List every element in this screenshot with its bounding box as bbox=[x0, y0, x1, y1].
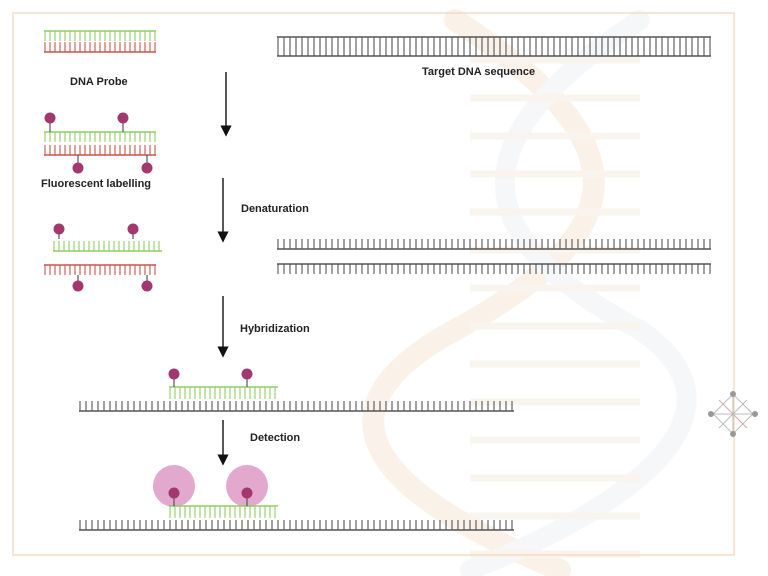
hyb-fluor-2-dot bbox=[241, 368, 253, 380]
fluorescent-labelling-label: Fluorescent labelling bbox=[41, 178, 152, 190]
hyb-target-strand bbox=[79, 401, 514, 412]
detection-label: Detection bbox=[250, 432, 301, 444]
det-fluor-2-dot bbox=[241, 487, 253, 499]
den-fluor-1-dot bbox=[53, 223, 65, 235]
target-top-strand bbox=[277, 36, 711, 47]
det-probe-strand bbox=[169, 505, 278, 518]
det-fluor-1-dot bbox=[168, 487, 180, 499]
diagram-frame bbox=[12, 12, 735, 556]
helix-strand-b bbox=[460, 10, 697, 576]
strands-layer bbox=[44, 30, 711, 531]
target-bottom-strand bbox=[277, 46, 711, 57]
denatured-target-top bbox=[277, 239, 711, 250]
den-fluor-4-dot bbox=[141, 280, 153, 292]
denaturation-label: Denaturation bbox=[241, 203, 309, 215]
probe-red-strand bbox=[44, 42, 156, 53]
hyb-fluor-1-dot bbox=[168, 368, 180, 380]
fluor-bot-1-dot bbox=[72, 162, 84, 174]
fluor-top-1-dot bbox=[44, 112, 56, 124]
dna-probe-label: DNA Probe bbox=[70, 76, 128, 88]
detection-glow-1 bbox=[153, 465, 195, 507]
denatured-red-strand bbox=[44, 264, 156, 275]
labelled-green-strand bbox=[44, 131, 156, 142]
labelled-red-strand bbox=[44, 145, 156, 156]
detection-glow-2 bbox=[226, 465, 268, 507]
logo-watermark-icon bbox=[708, 391, 758, 437]
fluor-bot-2-dot bbox=[141, 162, 153, 174]
target-dna-label: Target DNA sequence bbox=[422, 66, 536, 78]
hybridization-label: Hybridization bbox=[240, 323, 310, 335]
det-target-strand bbox=[79, 520, 514, 531]
probe-green-strand bbox=[44, 30, 156, 41]
den-fluor-2-dot bbox=[127, 223, 139, 235]
hyb-probe-strand bbox=[169, 386, 278, 399]
helix-strand-a bbox=[362, 9, 605, 576]
denatured-green-strand bbox=[53, 241, 162, 252]
dna-helix-watermark bbox=[362, 9, 697, 576]
fluor-top-2-dot bbox=[117, 112, 129, 124]
denatured-target-bottom bbox=[277, 263, 711, 274]
den-fluor-3-dot bbox=[72, 280, 84, 292]
